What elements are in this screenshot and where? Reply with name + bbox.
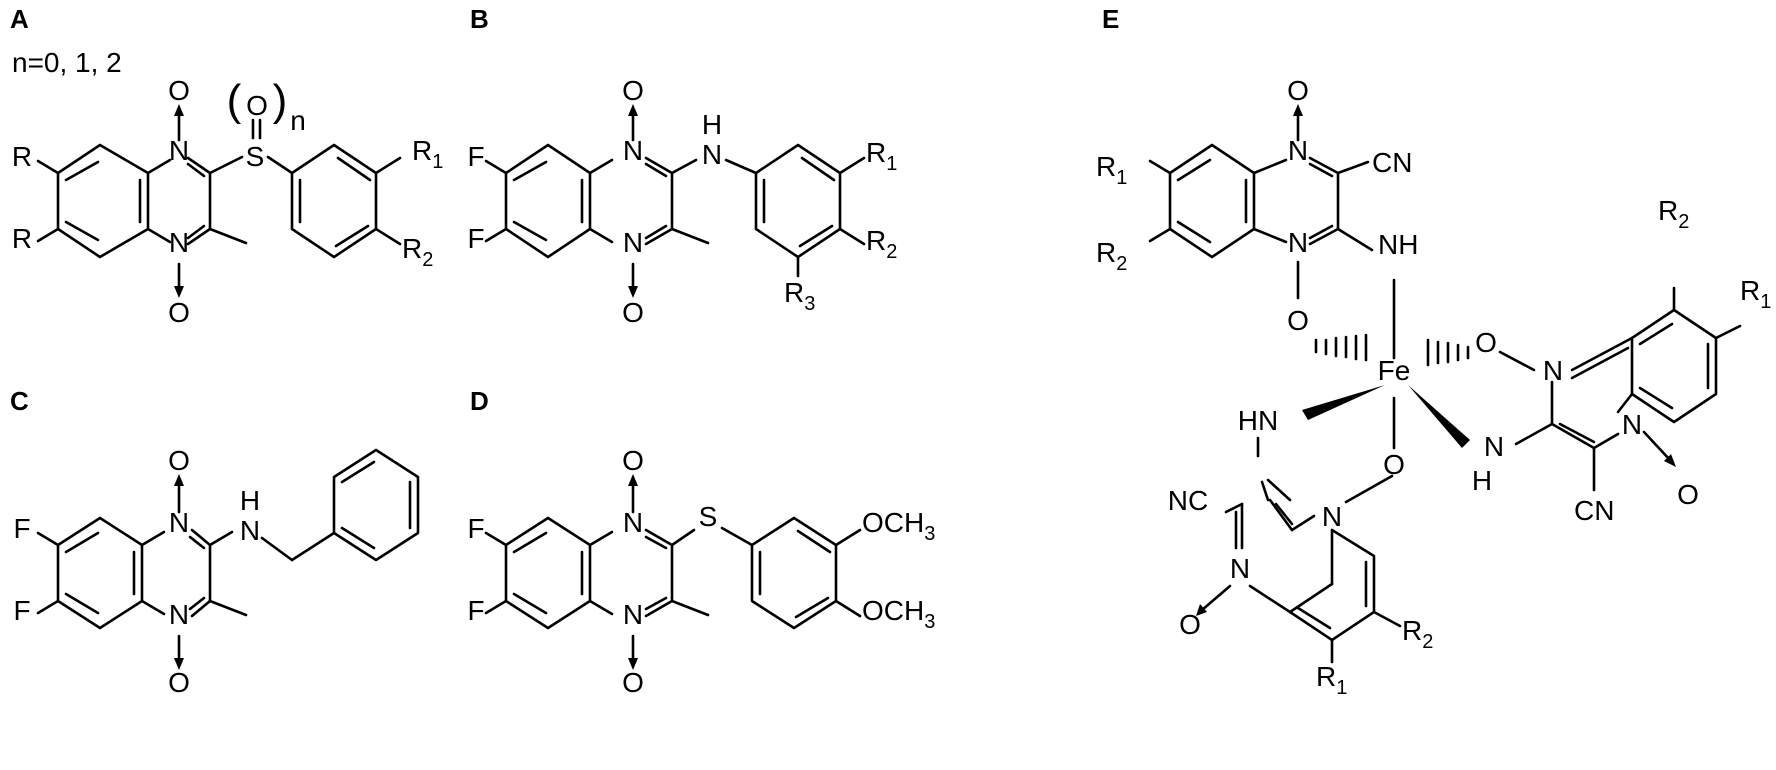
ring-n-bottom: N xyxy=(623,227,643,258)
l3-oxide-o: O xyxy=(1179,609,1201,640)
panel-b-bonds xyxy=(484,104,866,298)
sulfur-atom: S xyxy=(246,141,265,172)
panel-label-a: A xyxy=(10,4,29,34)
panel-label-d: D xyxy=(470,386,489,416)
panel-label-b: B xyxy=(470,4,489,34)
ring-n-bottom: N xyxy=(169,599,189,630)
l2-amine-n: N xyxy=(1484,431,1504,462)
sulfur-atom: S xyxy=(699,501,718,532)
l2-ring-n-left: N xyxy=(1543,355,1563,386)
l2-r1: R1 xyxy=(1740,275,1771,313)
ring-n-top: N xyxy=(169,507,189,538)
oxide-o-bottom: O xyxy=(168,297,190,328)
r-top: R xyxy=(12,141,32,172)
ring-n-top: N xyxy=(169,135,189,166)
panel-e: E xyxy=(1096,4,1771,699)
oxide-o-top: O xyxy=(622,445,644,476)
oxide-o-bottom: O xyxy=(622,297,644,328)
l1-r2: R2 xyxy=(1096,237,1127,275)
amine-n: N xyxy=(702,139,722,170)
l1-oxide-o: O xyxy=(1287,75,1309,106)
l3-r1: R1 xyxy=(1316,661,1347,699)
ring-n-bottom: N xyxy=(169,227,189,258)
l1-o-to-fe: O xyxy=(1287,305,1309,336)
l3-hn: HN xyxy=(1238,405,1278,436)
l1-ring-n-bottom: N xyxy=(1288,227,1308,258)
l3-nc: NC xyxy=(1168,485,1208,516)
l2-ring-n-right: N xyxy=(1622,409,1642,440)
fluorine-bottom: F xyxy=(467,223,484,254)
l1-cyano: CN xyxy=(1372,147,1412,178)
panel-label-c: C xyxy=(10,386,29,416)
n-values-note: n=0, 1, 2 xyxy=(12,47,122,78)
panel-c: C O N xyxy=(10,386,420,698)
ring-n-top: N xyxy=(623,507,643,538)
panel-c-bonds xyxy=(36,448,420,670)
r-bottom: R xyxy=(12,223,32,254)
l2-oxide-o: O xyxy=(1677,479,1699,510)
ring-n-top: N xyxy=(623,135,643,166)
fluorine-top: F xyxy=(467,141,484,172)
oxide-o-top: O xyxy=(168,445,190,476)
fluorine-top: F xyxy=(13,513,30,544)
panel-a-bonds xyxy=(36,104,402,298)
l3-r2: R2 xyxy=(1402,615,1433,653)
fluorine-bottom: F xyxy=(467,595,484,626)
ring-n-bottom: N xyxy=(623,599,643,630)
panel-label-e: E xyxy=(1102,4,1119,34)
amine-n: N xyxy=(240,515,260,546)
l2-amine-h: H xyxy=(1472,465,1492,496)
r2-substituent: R2 xyxy=(402,233,433,271)
panel-b: B xyxy=(467,4,897,328)
hashed-bond-left xyxy=(1314,333,1368,362)
l1-r1: R1 xyxy=(1096,151,1127,189)
oxide-o-top: O xyxy=(168,75,190,106)
hashed-bond-right xyxy=(1426,338,1470,367)
l1-ring-n-top: N xyxy=(1288,135,1308,166)
amine-h: H xyxy=(702,109,722,140)
l3-o-to-fe: O xyxy=(1383,449,1405,480)
paren-left: ( xyxy=(227,76,242,125)
oxide-o-top: O xyxy=(622,75,644,106)
l1-nh: NH xyxy=(1378,229,1418,260)
amine-h: H xyxy=(240,485,260,516)
r2-substituent: R2 xyxy=(866,225,897,263)
methoxy-top: OCH3 xyxy=(862,507,935,545)
oxide-o-bottom: O xyxy=(168,667,190,698)
sulfonyl-o: O xyxy=(246,90,268,121)
oxide-o-bottom: O xyxy=(622,667,644,698)
r3-substituent: R3 xyxy=(784,277,815,315)
subscript-n: n xyxy=(290,105,306,136)
paren-right: ) xyxy=(273,76,288,125)
fluorine-bottom: F xyxy=(13,595,30,626)
r1-substituent: R1 xyxy=(412,135,443,173)
panel-d-bonds xyxy=(484,474,862,670)
panel-d: D xyxy=(467,386,935,698)
l2-o-to-fe: O xyxy=(1475,327,1497,358)
l2-cyano: CN xyxy=(1574,495,1614,526)
l3-ring-n-bottom: N xyxy=(1230,553,1250,584)
panel-e-bonds xyxy=(1148,104,1742,664)
l2-r2: R2 xyxy=(1658,195,1689,233)
fluorine-top: F xyxy=(467,513,484,544)
l3-ring-n-top: N xyxy=(1322,501,1342,532)
methoxy-bottom: OCH3 xyxy=(862,595,935,633)
r1-substituent: R1 xyxy=(866,137,897,175)
panel-a: A n=0, 1, 2 xyxy=(10,4,443,328)
iron-center: Fe xyxy=(1378,355,1411,386)
